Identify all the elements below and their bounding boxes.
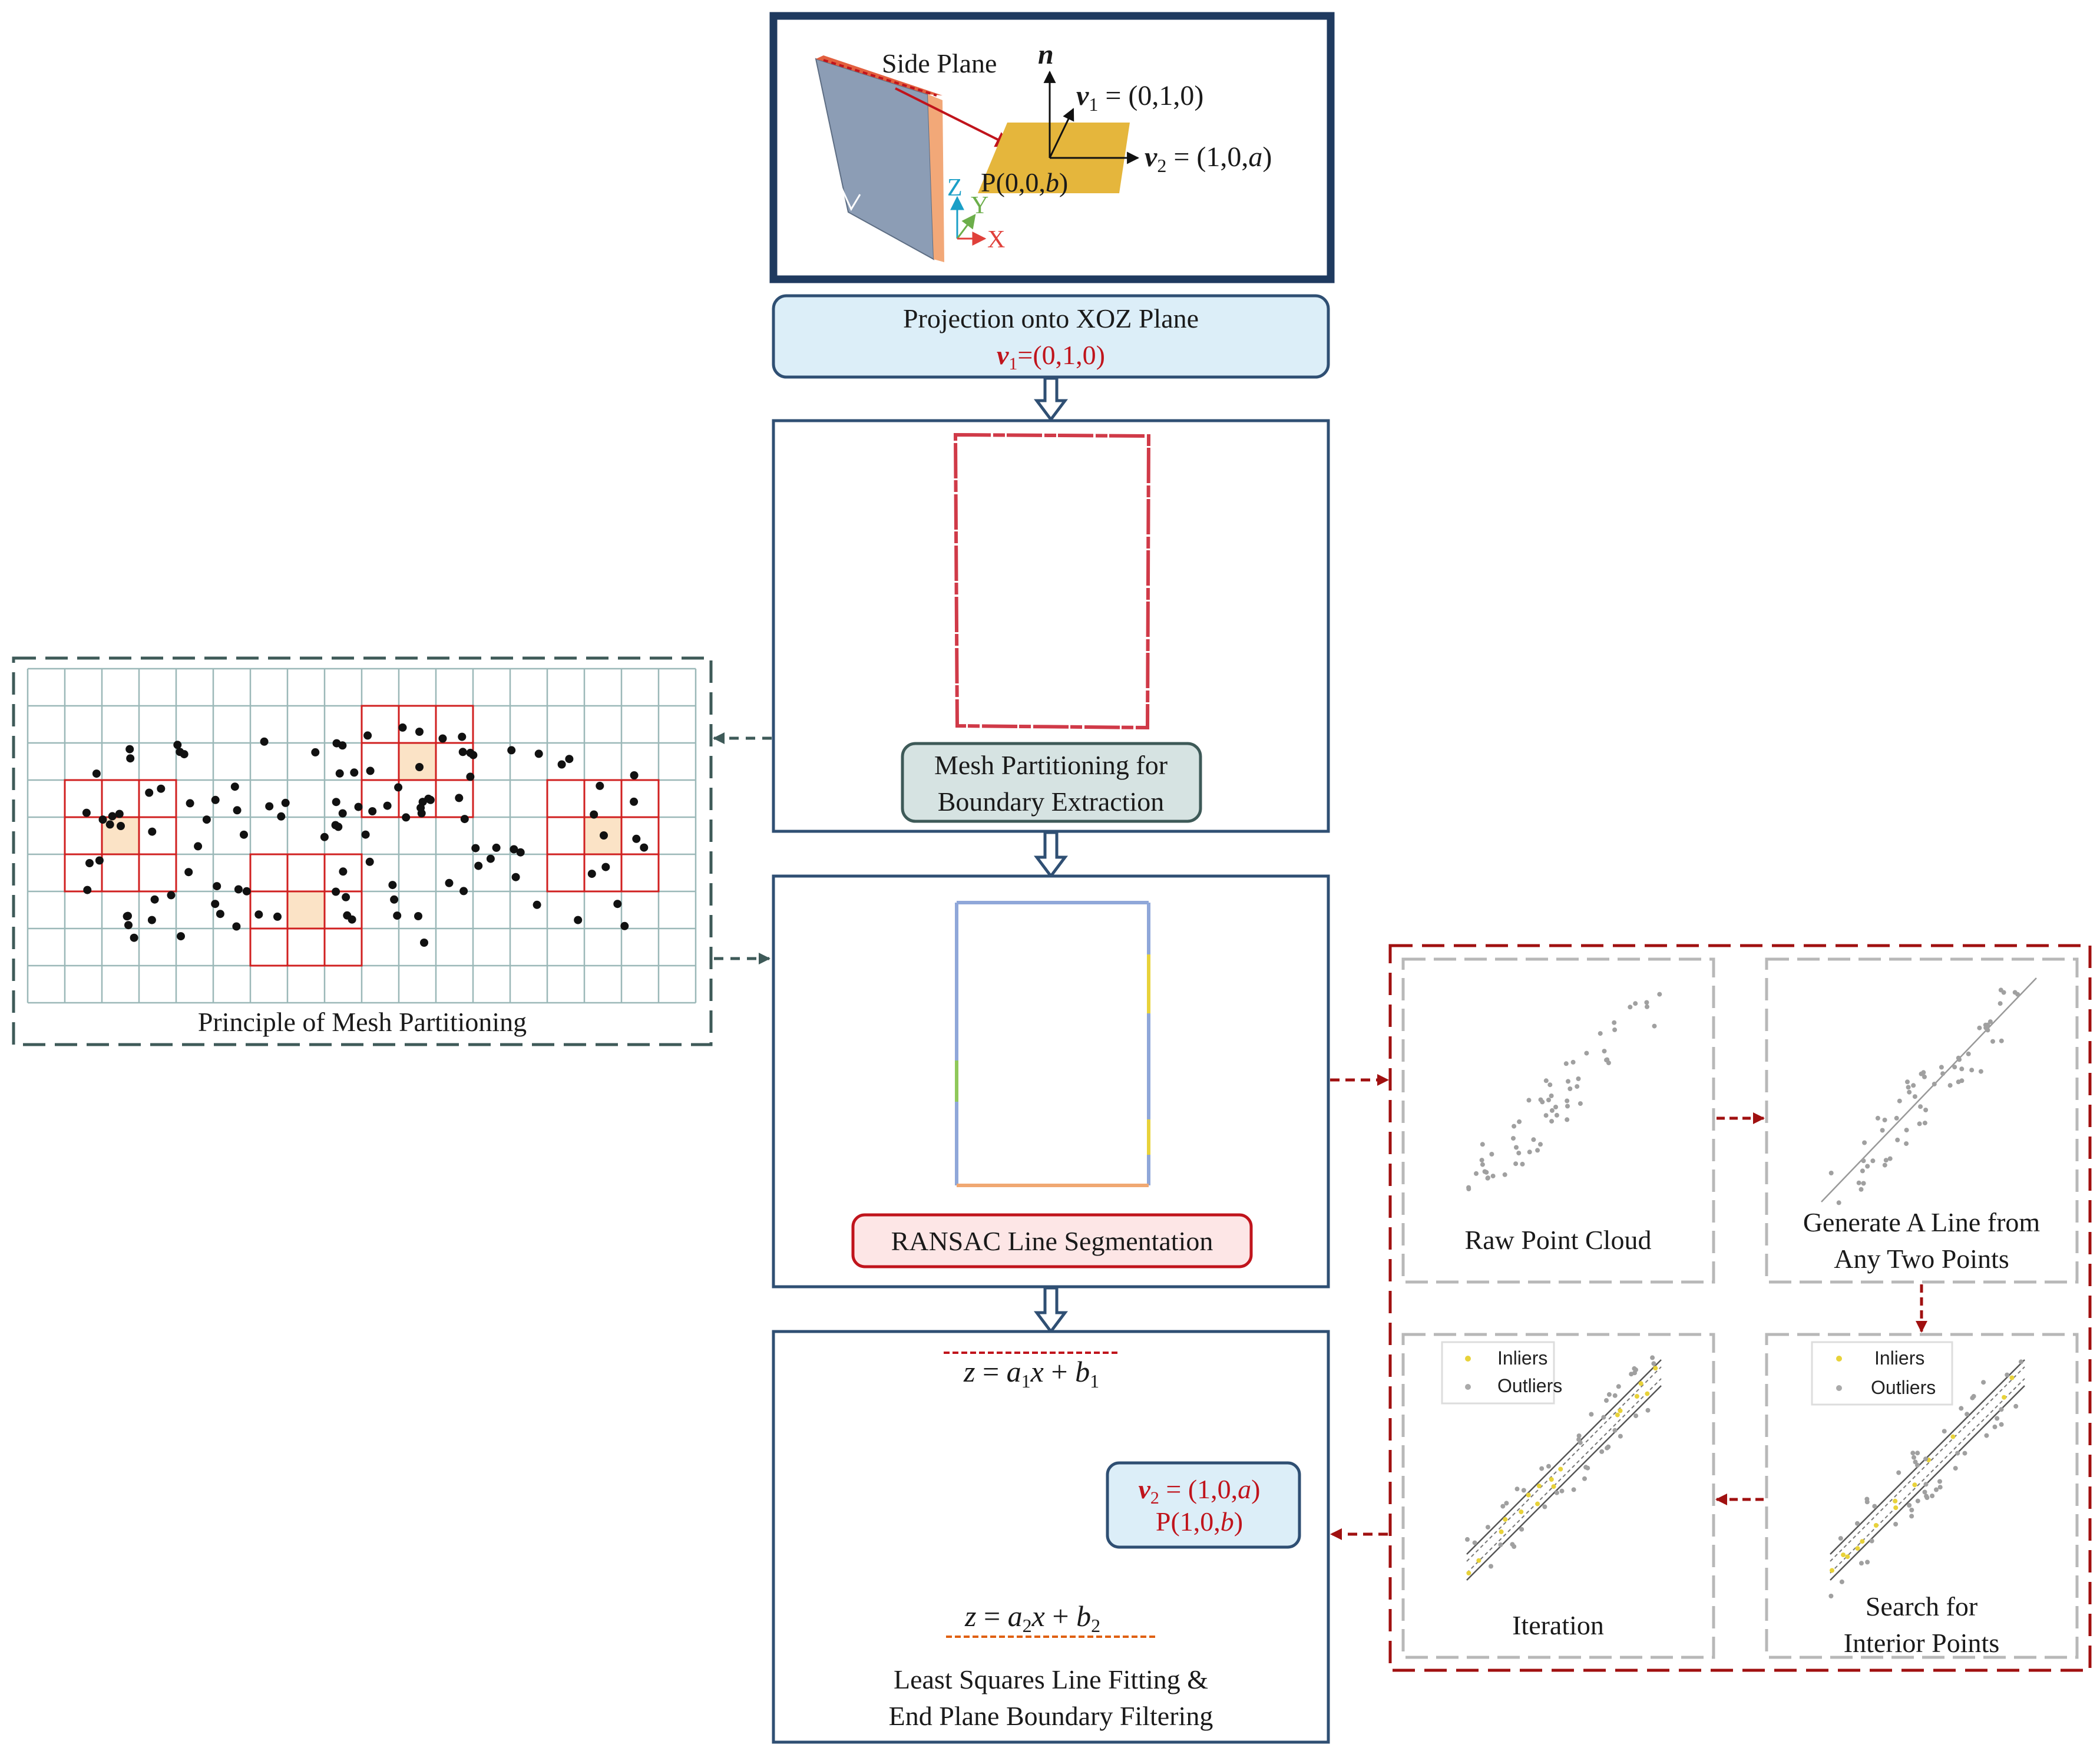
p-result: P(1,0,b) xyxy=(1156,1506,1243,1537)
v1-label: v1 = (0,1,0) xyxy=(1076,80,1203,115)
search-caption-2: Interior Points xyxy=(1844,1628,1999,1658)
principle-caption: Principle of Mesh Partitioning xyxy=(198,1007,527,1037)
iteration-plot xyxy=(1465,1355,1662,1581)
flow-arrow-3 xyxy=(1034,1286,1068,1334)
svg-text:Inliers: Inliers xyxy=(1874,1347,1924,1369)
side-plane-title: Side Plane xyxy=(882,48,997,78)
projection-arrow xyxy=(895,87,1013,147)
normal-vector-label: n xyxy=(1038,39,1054,70)
step-generate-panel xyxy=(1765,957,2079,1284)
svg-text:Outliers: Outliers xyxy=(1497,1375,1562,1396)
generate-caption-2: Any Two Points xyxy=(1834,1244,2009,1274)
ransac-panel: RANSAC Line Segmentation xyxy=(772,874,1330,1289)
step-raw-panel xyxy=(1401,957,1715,1284)
generate-line-plot xyxy=(1821,977,2037,1205)
least-squares-caption-1: Least Squares Line Fitting & xyxy=(894,1664,1208,1694)
step-search-panel xyxy=(1765,1333,2079,1659)
point-p-label: P(0,0,b) xyxy=(981,167,1068,197)
svg-text:Y: Y xyxy=(971,192,988,219)
raw-caption: Raw Point Cloud xyxy=(1465,1225,1652,1255)
mesh-label-1: Mesh Partitioning for xyxy=(934,750,1168,780)
boundary-outline-segmented xyxy=(955,901,1150,1187)
side-plane-panel: Side Plane n v1 = (0,1,0) v2 = (1,0,a) P… xyxy=(769,12,1335,283)
boundary-outline-red xyxy=(953,432,1151,730)
v2-label: v2 = (1,0,a) xyxy=(1145,141,1272,176)
mesh-partitioning-panel: Mesh Partitioning for Boundary Extractio… xyxy=(772,419,1330,833)
search-legend: Inliers Outliers xyxy=(1811,1341,1953,1406)
svg-text:X: X xyxy=(987,226,1005,253)
iteration-caption: Iteration xyxy=(1512,1610,1604,1640)
flow-arrow-1 xyxy=(1034,376,1068,422)
generate-caption-1: Generate A Line from xyxy=(1803,1207,2041,1237)
raw-point-cloud-plot xyxy=(1466,992,1662,1191)
svg-text:Inliers: Inliers xyxy=(1497,1347,1547,1369)
mesh-points xyxy=(82,723,649,947)
mesh-principle-panel: Principle of Mesh Partitioning xyxy=(12,656,713,1046)
ransac-steps-panel: Inliers Outliers Inliers Outliers Raw Po… xyxy=(1388,944,2092,1672)
axis-triad-icon: Z Y X xyxy=(947,174,1005,253)
ransac-label: RANSAC Line Segmentation xyxy=(891,1226,1213,1256)
projection-title: Projection onto XOZ Plane xyxy=(903,303,1199,333)
mesh-label-2: Boundary Extraction xyxy=(938,787,1165,817)
v2-result: v2 = (1,0,a) xyxy=(1138,1474,1260,1508)
svg-text:Outliers: Outliers xyxy=(1871,1377,1936,1398)
least-squares-caption-2: End Plane Boundary Filtering xyxy=(889,1701,1213,1731)
least-squares-panel: z = a1x + b1 v2 = (1,0,a) P(1,0,b) z = a… xyxy=(772,1330,1330,1744)
search-caption-1: Search for xyxy=(1866,1591,1977,1621)
flow-arrow-2 xyxy=(1034,831,1068,879)
search-interior-plot xyxy=(1828,1359,2025,1598)
equation-2: z = a2x + b2 xyxy=(964,1600,1100,1636)
iteration-legend: Inliers Outliers xyxy=(1441,1341,1562,1405)
equation-1: z = a1x + b1 xyxy=(963,1355,1099,1392)
projection-v1: v1=(0,1,0) xyxy=(997,340,1105,374)
step-iteration-panel xyxy=(1401,1333,1715,1659)
svg-text:Z: Z xyxy=(947,174,963,201)
projection-box: Projection onto XOZ Plane v1=(0,1,0) xyxy=(772,294,1330,379)
